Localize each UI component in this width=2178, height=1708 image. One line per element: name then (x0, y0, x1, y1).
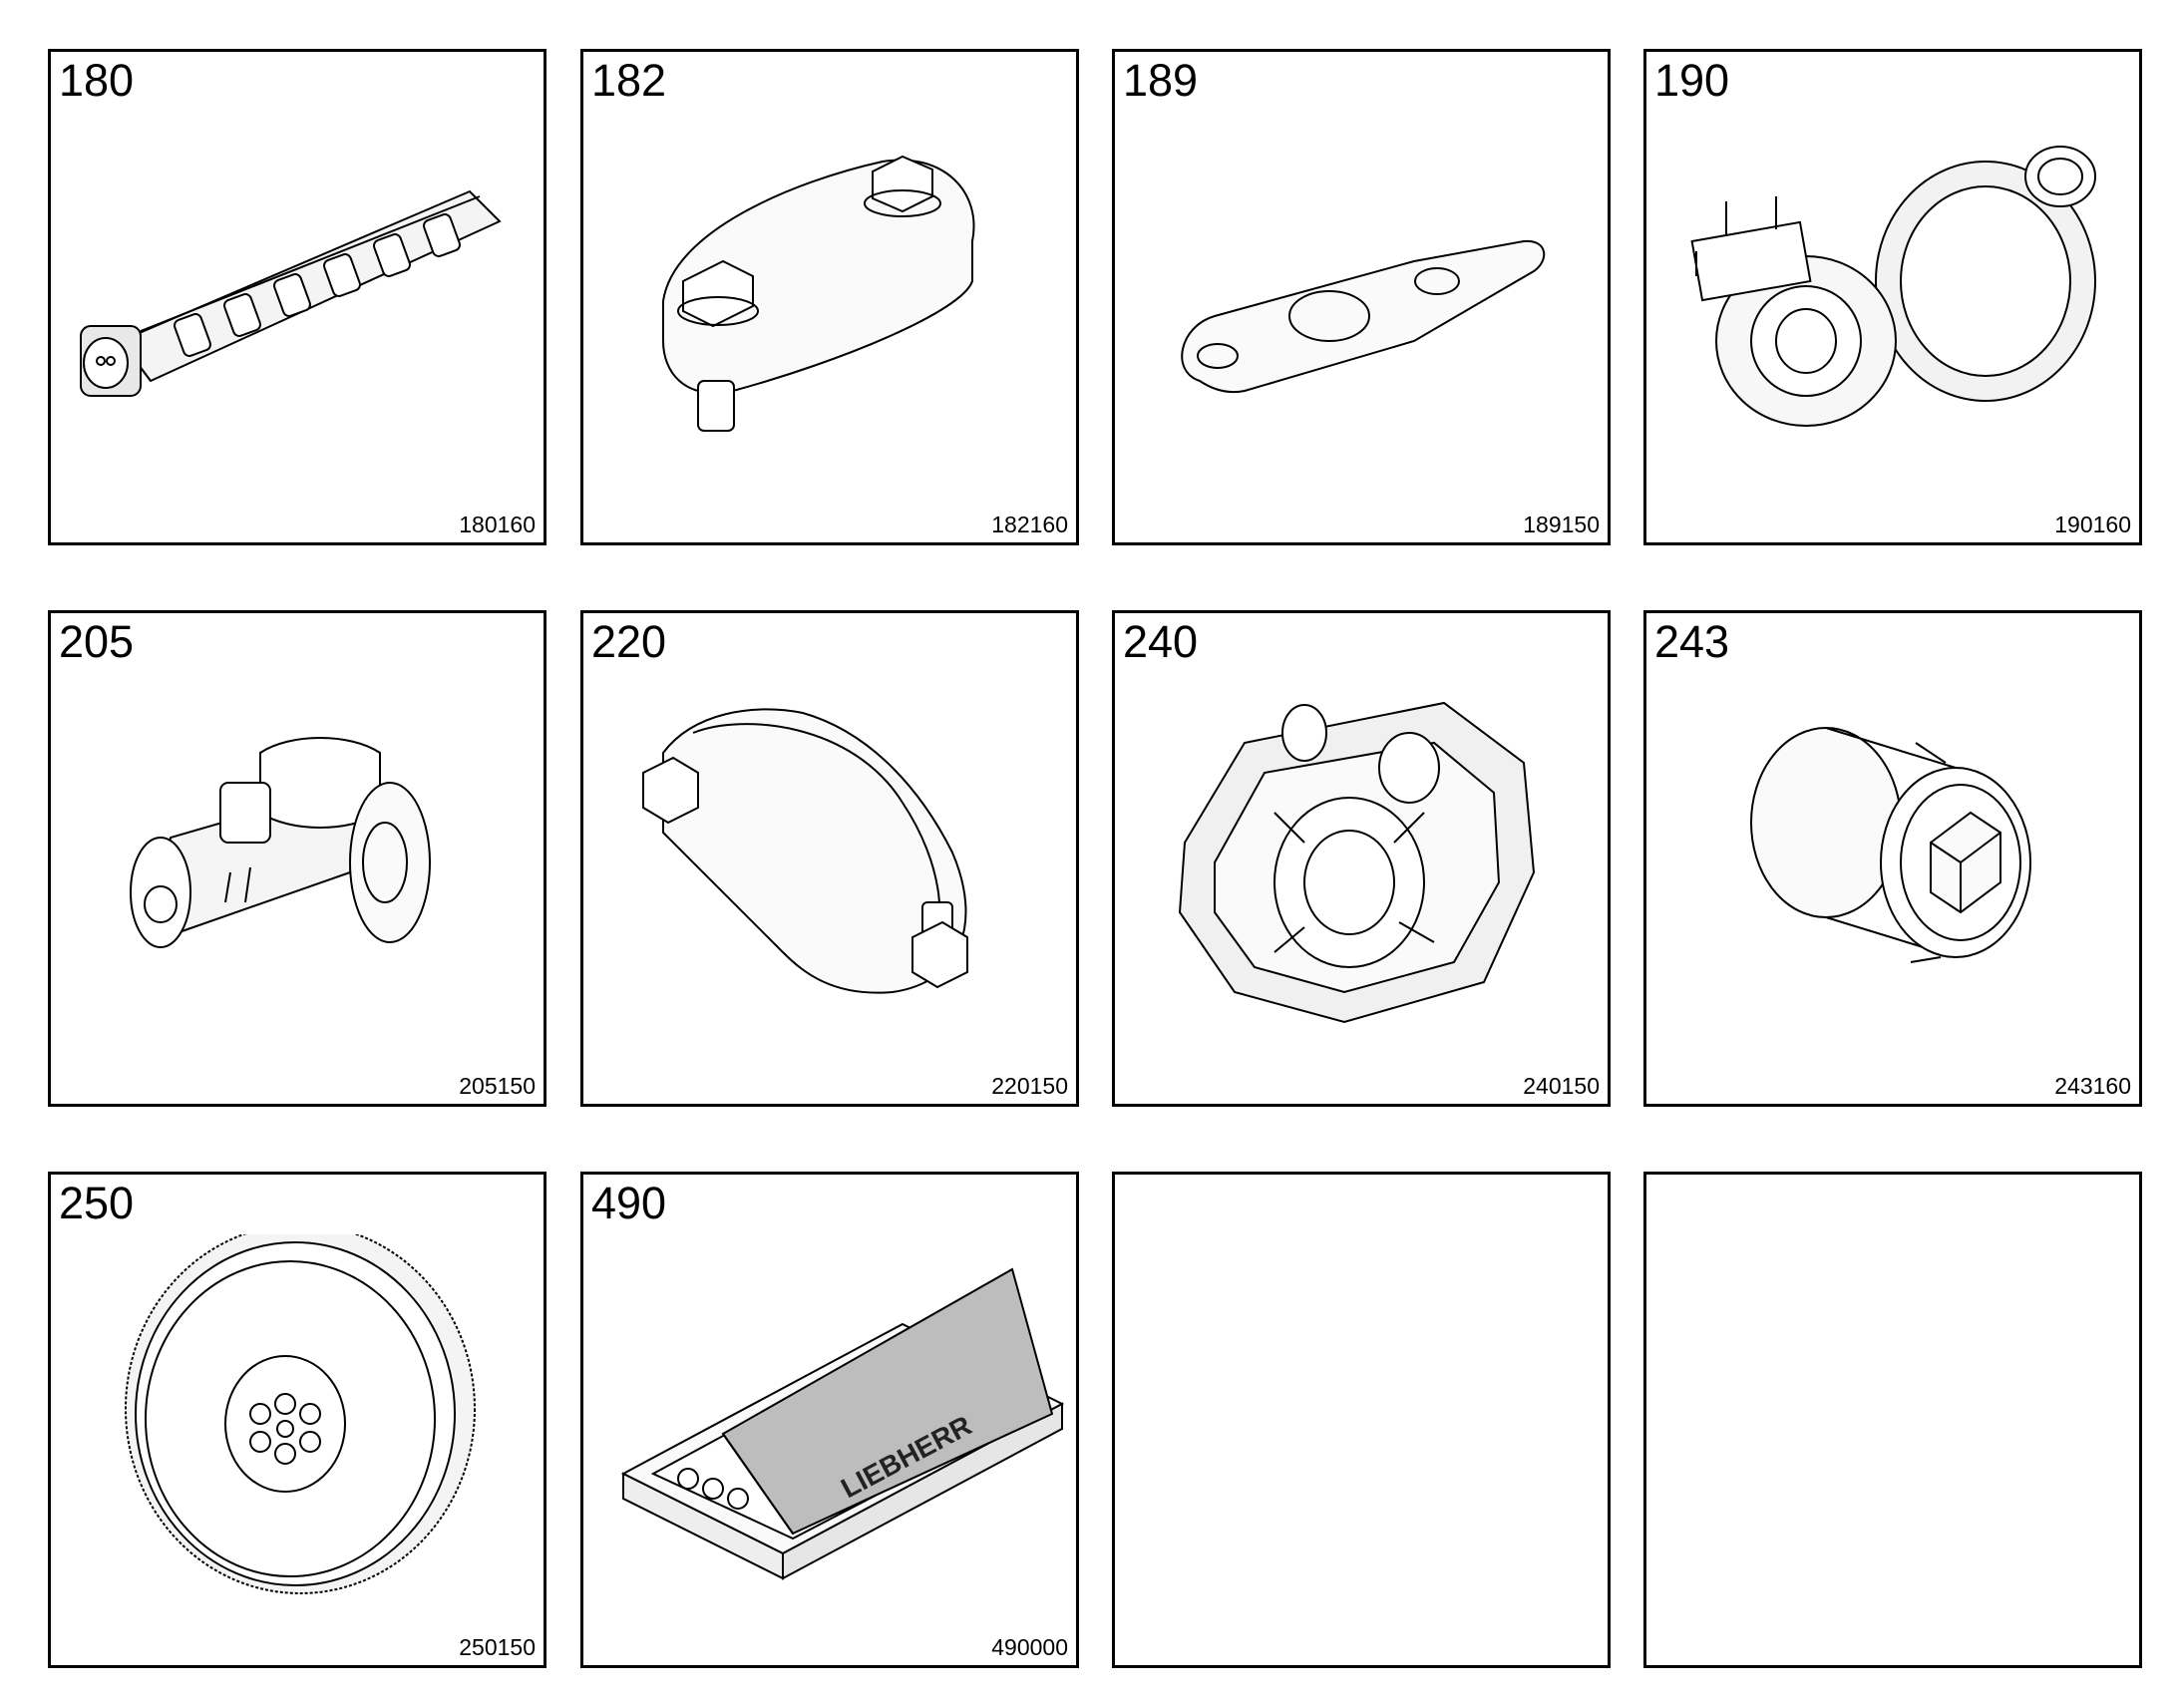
cover-plate-icon (593, 112, 1066, 481)
part-number: 180 (59, 55, 135, 106)
part-number: 182 (591, 55, 667, 106)
part-cell-empty-1 (1112, 1172, 1611, 1668)
part-code: 250150 (459, 1634, 536, 1660)
part-code: 180160 (459, 512, 536, 537)
flange-cover-icon (593, 673, 1066, 1042)
part-number: 205 (59, 616, 135, 667)
tool-kit-icon: LIEBHERR (593, 1234, 1066, 1603)
gasket-icon (1125, 112, 1598, 481)
part-cell-205[interactable]: 205 205150 (48, 610, 546, 1107)
hex-plug-icon (1656, 673, 2129, 1042)
part-cell-190[interactable]: 190 190160 (1643, 49, 2142, 545)
part-code: 220150 (991, 1073, 1068, 1099)
part-cell-490[interactable]: 490 LIEBHERR 490000 (580, 1172, 1079, 1668)
part-cell-250[interactable]: 250 250150 (48, 1172, 546, 1668)
part-cell-243[interactable]: 243 243160 (1643, 610, 2142, 1107)
turbocharger-icon (1656, 112, 2129, 481)
part-code: 243160 (2054, 1073, 2131, 1099)
part-code: 205150 (459, 1073, 536, 1099)
part-cell-240[interactable]: 240 240150 (1112, 610, 1611, 1107)
part-cell-189[interactable]: 189 189150 (1112, 49, 1611, 545)
part-cell-182[interactable]: 182 182160 (580, 49, 1079, 545)
part-number: 250 (59, 1178, 135, 1228)
part-number: 190 (1654, 55, 1730, 106)
part-code: 190160 (2054, 512, 2131, 537)
flywheel-icon (61, 1234, 534, 1603)
part-cell-180[interactable]: 180 180160 (48, 49, 546, 545)
part-cell-220[interactable]: 220 220150 (580, 610, 1079, 1107)
part-code: 189150 (1523, 512, 1600, 537)
part-cell-empty-2 (1643, 1172, 2142, 1668)
part-code: 182160 (991, 512, 1068, 537)
part-number: 243 (1654, 616, 1730, 667)
starter-motor-icon (61, 673, 534, 1042)
part-number: 220 (591, 616, 667, 667)
part-number: 189 (1123, 55, 1199, 106)
flywheel-housing-icon (1125, 673, 1598, 1042)
part-number: 490 (591, 1178, 667, 1228)
part-code: 490000 (991, 1634, 1068, 1660)
part-code: 240150 (1523, 1073, 1600, 1099)
fuel-rail-icon (61, 112, 534, 481)
part-number: 240 (1123, 616, 1199, 667)
